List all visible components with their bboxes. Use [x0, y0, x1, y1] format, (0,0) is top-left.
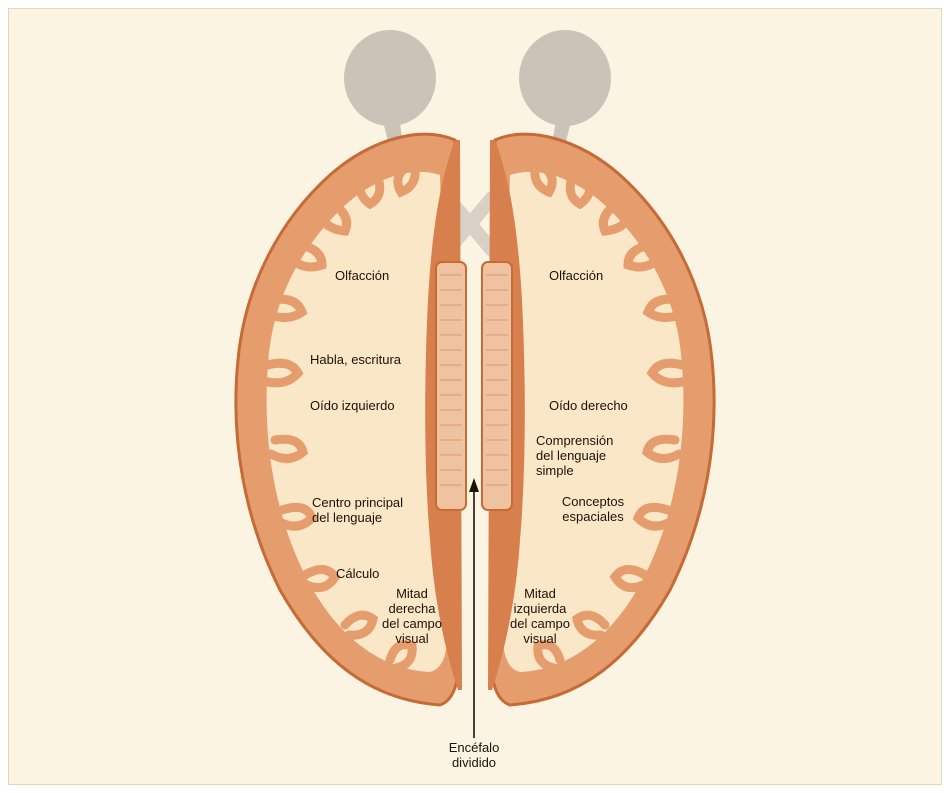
- label-left-olfaction: Olfacción: [335, 268, 389, 283]
- caption-split-brain: Encéfalo dividido: [429, 740, 519, 770]
- label-right-ear: Oído derecho: [549, 398, 628, 413]
- label-right-olfaction: Olfacción: [549, 268, 603, 283]
- label-calculation: Cálculo: [336, 566, 379, 581]
- left-eye-icon: [344, 30, 436, 126]
- label-left-ear: Oído izquierdo: [310, 398, 395, 413]
- label-spatial-concepts: Conceptos espaciales: [548, 494, 638, 524]
- label-simple-language-comprehension: Comprensión del lenguaje simple: [536, 433, 613, 478]
- label-speech-writing: Habla, escritura: [310, 352, 401, 367]
- label-left-visual-field: Mitad izquierda del campo visual: [500, 586, 580, 646]
- split-arrow: [469, 478, 479, 738]
- right-eye-icon: [519, 30, 611, 126]
- label-main-language-center: Centro principal del lenguaje: [312, 495, 403, 525]
- left-corpus-callosum: [436, 262, 466, 510]
- label-right-visual-field: Mitad derecha del campo visual: [372, 586, 452, 646]
- right-corpus-callosum: [482, 262, 512, 510]
